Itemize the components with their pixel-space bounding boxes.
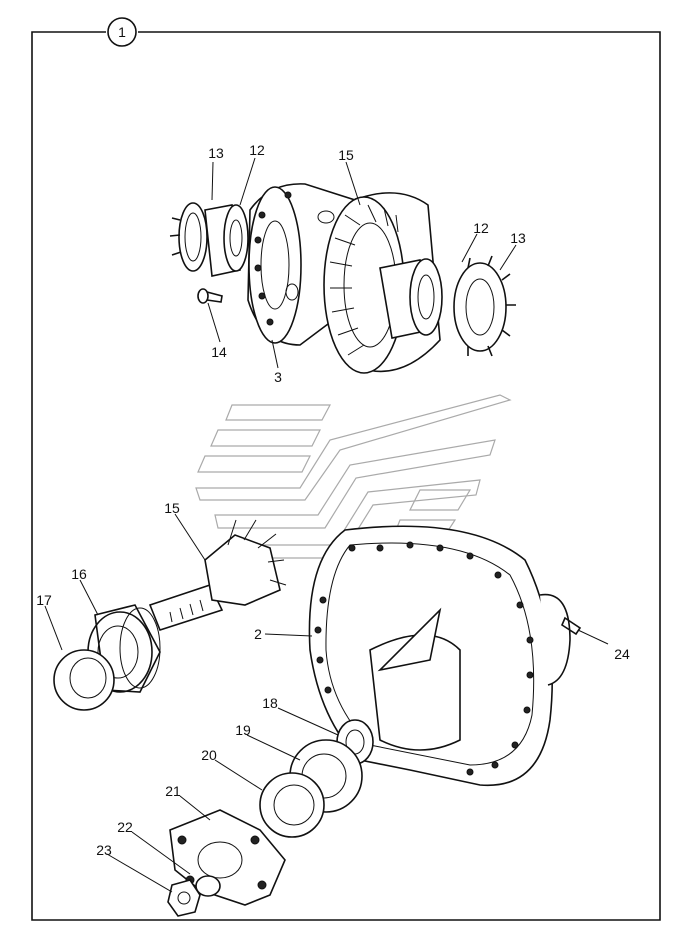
callout-20: 20 bbox=[201, 747, 217, 763]
figure-number-circle bbox=[107, 17, 137, 47]
callout-3: 3 bbox=[274, 369, 282, 385]
figure-number: 1 bbox=[118, 24, 126, 40]
callout-2: 2 bbox=[254, 626, 262, 642]
right-adjusting-nut bbox=[453, 255, 516, 357]
callout-16: 16 bbox=[71, 566, 87, 582]
callout-12-right: 12 bbox=[473, 220, 489, 236]
callout-24: 24 bbox=[614, 646, 630, 662]
washer bbox=[195, 875, 221, 897]
callout-17: 17 bbox=[36, 592, 52, 608]
callout-23: 23 bbox=[96, 842, 112, 858]
pinion-shim bbox=[53, 649, 115, 711]
differential-assembly bbox=[169, 183, 516, 374]
callout-labels: 13 12 15 12 13 14 3 15 16 17 2 24 18 19 … bbox=[36, 142, 630, 858]
left-bearing bbox=[204, 204, 249, 277]
callout-12-left: 12 bbox=[249, 142, 265, 158]
callout-13-right: 13 bbox=[510, 230, 526, 246]
figure-frame bbox=[31, 31, 661, 921]
axle-housing bbox=[308, 525, 582, 787]
leader-lines bbox=[44, 157, 609, 893]
oil-seal bbox=[259, 772, 325, 838]
right-bearing bbox=[379, 258, 443, 339]
flange-nut bbox=[167, 879, 201, 917]
differential-housing bbox=[247, 183, 361, 346]
bolt bbox=[197, 288, 223, 304]
callout-14: 14 bbox=[211, 344, 227, 360]
callout-15-lower: 15 bbox=[164, 500, 180, 516]
callout-15-upper: 15 bbox=[338, 147, 354, 163]
left-adjusting-nut bbox=[169, 202, 208, 272]
callout-22: 22 bbox=[117, 819, 133, 835]
pinion-assembly bbox=[148, 519, 287, 631]
callout-13-left: 13 bbox=[208, 145, 224, 161]
callout-21: 21 bbox=[165, 783, 181, 799]
callout-19: 19 bbox=[235, 722, 251, 738]
callout-18: 18 bbox=[262, 695, 278, 711]
